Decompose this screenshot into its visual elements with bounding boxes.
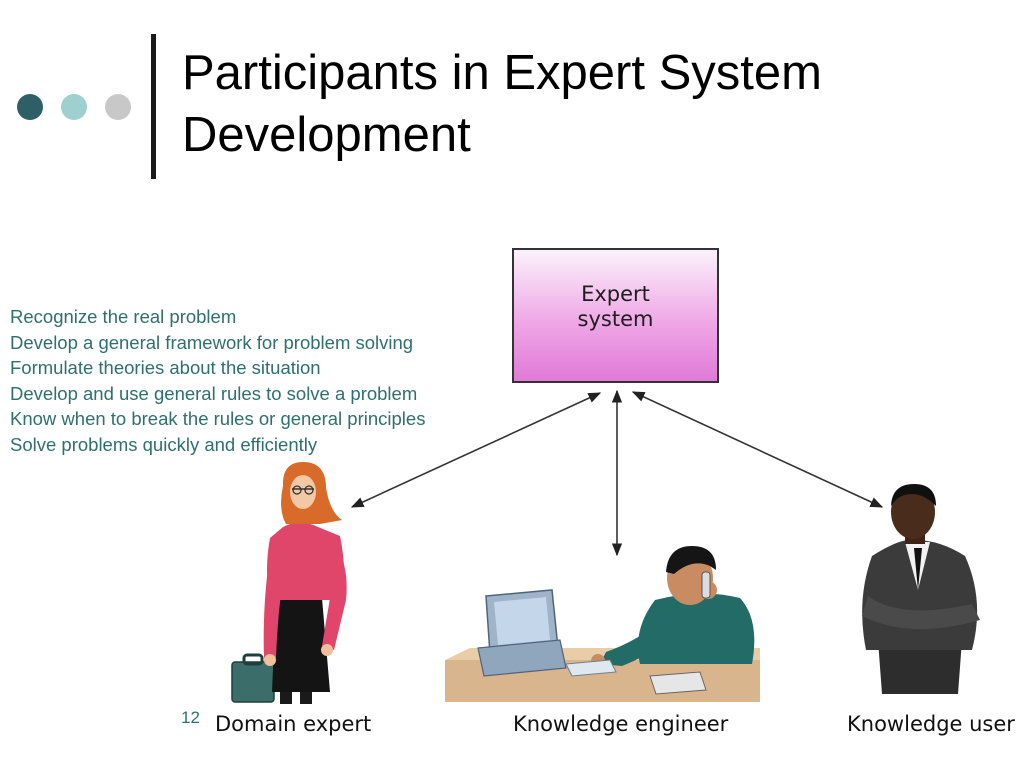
title-line-1: Participants in Expert System <box>182 46 822 100</box>
skill-item: Solve problems quickly and efficiently <box>10 433 318 455</box>
decor-dot-light <box>61 94 87 120</box>
decor-dot-gray <box>105 94 131 120</box>
knowledge-engineer-caption: Knowledge engineer <box>513 712 729 736</box>
desk-phone-icon <box>649 671 707 695</box>
skill-item: Recognize the real problem <box>10 306 237 327</box>
expert-skills-list: Recognize the real problem Develop a gen… <box>10 304 425 457</box>
domain-expert-figure-icon <box>231 462 347 704</box>
expert-system-label: Expert system <box>577 281 654 331</box>
knowledge-engineer-figure-icon <box>445 546 760 702</box>
title-divider <box>151 34 156 179</box>
skill-item: Develop a general framework for problem … <box>10 331 414 353</box>
decor-dot-dark <box>17 94 43 120</box>
page-number: 12 <box>181 708 200 727</box>
telephone-icon <box>701 571 711 599</box>
expert-system-node: Expert system <box>512 248 719 383</box>
skill-item: Develop and use general rules to solve a… <box>10 382 418 404</box>
knowledge-user-figure-icon <box>862 484 980 694</box>
knowledge-user-caption: Knowledge user <box>847 712 1015 736</box>
computer-icon <box>477 589 617 677</box>
arrow-domain-expert <box>350 392 602 508</box>
arrow-knowledge-user <box>631 391 884 508</box>
slide-title: Participants in Expert System Developmen… <box>182 42 822 166</box>
skill-item: Know when to break the rules or general … <box>10 408 426 429</box>
domain-expert-caption: Domain expert <box>215 712 372 736</box>
skill-item: Formulate theories about the situation <box>10 357 321 378</box>
title-line-2: Development <box>182 108 471 162</box>
